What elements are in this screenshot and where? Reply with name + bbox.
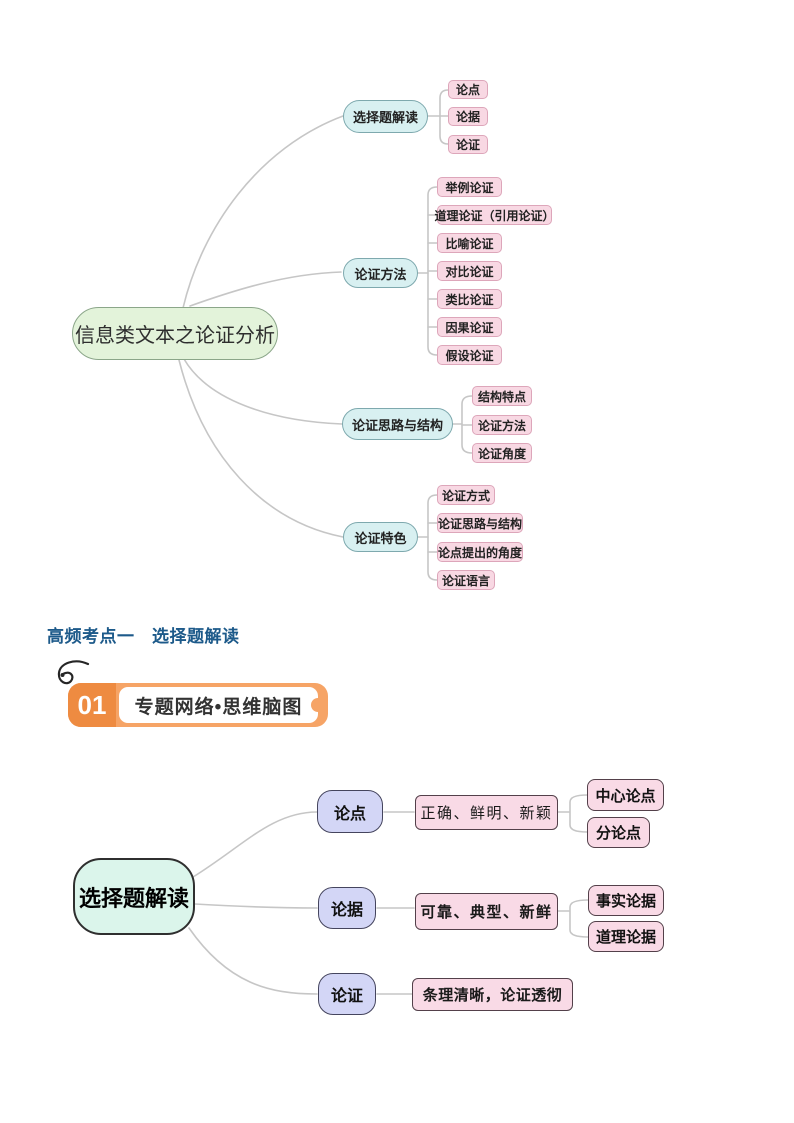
section-heading: 高频考点一 选择题解读 [47, 627, 240, 646]
leaf-node: 比喻论证 [437, 233, 502, 253]
note-node: 正确、鲜明、新颖 [415, 795, 558, 830]
squiggle-icon [57, 660, 90, 685]
note-node: 条理清晰，论证透彻 [412, 978, 573, 1011]
leaf-node: 对比论证 [437, 261, 502, 281]
mindmap-bottom-root: 选择题解读 [73, 858, 195, 935]
leaf-node: 假设论证 [437, 345, 502, 365]
badge-number: 01 [68, 683, 116, 727]
note-node: 可靠、典型、新鲜 [415, 893, 558, 930]
mindmap-top-root: 信息类文本之论证分析 [72, 307, 278, 360]
leaf-node: 论证思路与结构 [437, 513, 523, 533]
section-badge: 01 专题网络•思维脑图 [53, 660, 343, 732]
branch-node-lunzhengfangfa: 论证方法 [343, 258, 418, 288]
branch-node-xuanzeti: 选择题解读 [343, 100, 428, 133]
leaf-node: 论证语言 [437, 570, 495, 590]
leaf-node: 结构特点 [472, 386, 532, 406]
branch-node-silu-jiegou: 论证思路与结构 [342, 408, 453, 440]
badge-body: 01 专题网络•思维脑图 [68, 683, 328, 727]
leaf-node: 举例论证 [437, 177, 502, 197]
leaf-node: 类比论证 [437, 289, 502, 309]
leaf-node: 道理论证（引用论证） [435, 205, 555, 225]
leaf-node: 事实论据 [588, 885, 664, 916]
leaf-node: 论点提出的角度 [437, 542, 523, 562]
leaf-node: 论点 [448, 80, 488, 99]
badge-notch [311, 698, 325, 712]
leaf-node: 论证方法 [472, 415, 532, 435]
branch-node-lundian: 论点 [317, 790, 383, 833]
branch-node-lunju: 论据 [318, 887, 376, 929]
leaf-node: 论据 [448, 107, 488, 126]
leaf-node: 论证 [448, 135, 488, 154]
leaf-node: 中心论点 [587, 779, 664, 811]
branch-node-lunzheng: 论证 [318, 973, 376, 1015]
leaf-node: 道理论据 [588, 921, 664, 952]
leaf-node: 论证角度 [472, 443, 532, 463]
badge-title: 专题网络•思维脑图 [119, 687, 318, 723]
leaf-node: 论证方式 [437, 485, 495, 505]
branch-node-tese: 论证特色 [343, 522, 418, 552]
leaf-node: 因果论证 [437, 317, 502, 337]
leaf-node: 分论点 [587, 817, 650, 848]
